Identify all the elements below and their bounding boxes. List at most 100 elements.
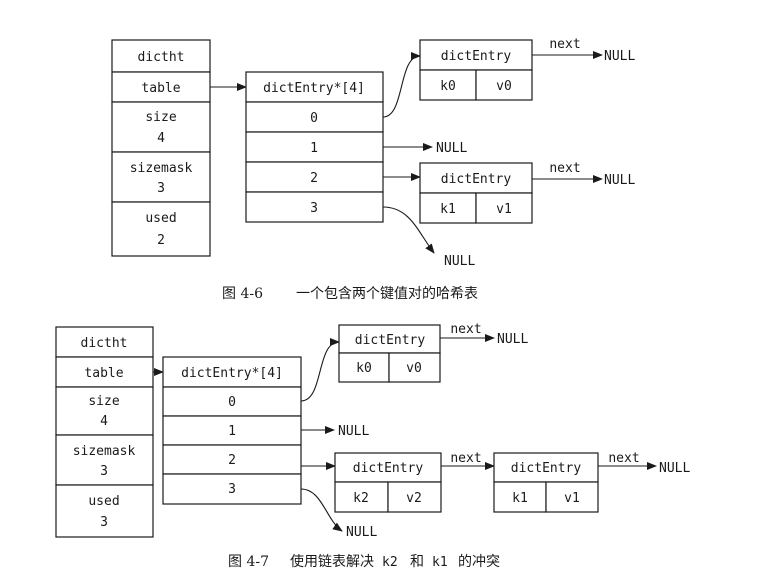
dictht-b-table-cell: [55, 356, 154, 388]
dictht-b-size-cell: [55, 386, 154, 436]
figure-4-6: dictht table size 4 sizemask 3 used 2 di…: [111, 37, 635, 302]
entry-k1-title: dictEntry: [441, 172, 512, 187]
array-b-slot-2-label: 2: [228, 453, 236, 468]
entry-b-k1-title-cell: [493, 452, 599, 483]
entry-b-k0-key: k0: [356, 361, 372, 376]
dictht-b-size-value: 4: [100, 414, 108, 429]
caption-4-7-text-2: 和: [410, 554, 424, 570]
entry-k0-next-label: next: [549, 37, 580, 52]
dictht-sizemask-label: sizemask: [130, 161, 193, 176]
caption-4-6-number: 图 4-6: [222, 286, 263, 302]
entry-k0-value-cell: [475, 69, 533, 101]
dictht-b-title: dictht: [81, 336, 128, 351]
dictht-b-size-label: size: [88, 394, 119, 409]
entry-k1-value: v1: [496, 202, 512, 217]
dictht-size-label: size: [145, 110, 176, 125]
array-slot-1-label: 1: [310, 141, 318, 156]
dictht-used-label: used: [145, 211, 176, 226]
dictht-table-cell: [111, 71, 211, 103]
entry-b-k2-key: k2: [353, 491, 369, 506]
dictht-size-value: 4: [157, 131, 165, 146]
entry-k0-key: k0: [440, 79, 456, 94]
slot-b-3-null: NULL: [346, 525, 377, 540]
entry-b-k2-title: dictEntry: [353, 461, 424, 476]
dictht-title-cell: [111, 39, 211, 73]
entry-b-k0-value-cell: [388, 352, 441, 383]
entry-b-k1-null: NULL: [659, 461, 690, 476]
entry-b-k0-key-cell: [338, 352, 390, 383]
slot-0-arrow: [382, 52, 421, 118]
dictentry-array-b: dictEntry*[4] 0 1 2 3: [162, 356, 302, 505]
slot-b-0-arrow: [300, 338, 340, 402]
dictht-used-cell: [111, 201, 211, 257]
array-b-title: dictEntry*[4]: [181, 366, 283, 381]
dictht-b-used-cell: [55, 484, 154, 538]
entry-b-k0-title: dictEntry: [355, 333, 426, 348]
array-b-slot-3-label: 3: [228, 482, 236, 497]
caption-4-7-text-1: 使用链表解决: [290, 553, 374, 570]
slot-3-null: NULL: [444, 254, 475, 269]
entry-k0-title-cell: [419, 39, 533, 71]
slot-1-null: NULL: [436, 141, 467, 156]
dictht-b-used-value: 3: [100, 515, 108, 530]
array-slot-3-label: 3: [310, 201, 318, 216]
array-b-slot-0-label: 0: [228, 395, 236, 410]
entry-b-k2-value-cell: [387, 481, 442, 513]
dictht-struct-b: dictht table size 4 sizemask 3 used 3: [55, 326, 154, 538]
entry-b-k1-next-label: next: [608, 451, 639, 466]
dictentry-b-k1: dictEntry k1 v1 next NULL: [493, 451, 690, 513]
dictht-size-cell: [111, 101, 211, 153]
entry-k0-null: NULL: [604, 49, 635, 64]
entry-k1-key: k1: [440, 202, 456, 217]
array-b-slot-3: [162, 473, 302, 505]
array-b-slot-1-label: 1: [228, 424, 236, 439]
entry-b-k1-title: dictEntry: [511, 461, 582, 476]
entry-k1-title-cell: [419, 162, 533, 194]
array-slot-0-label: 0: [310, 111, 318, 126]
dictht-title: dictht: [138, 50, 185, 65]
caption-4-7-key-2: k1: [432, 555, 448, 570]
dictentry-b-k0: dictEntry k0 v0 next NULL: [338, 322, 528, 383]
entry-k1-next-label: next: [549, 161, 580, 176]
dictht-b-title-cell: [55, 326, 154, 358]
entry-b-k0-null: NULL: [497, 332, 528, 347]
dictht-sizemask-value: 3: [157, 181, 165, 196]
dictht-used-value: 2: [157, 233, 165, 248]
entry-b-k1-value-cell: [545, 481, 599, 513]
dictentry-array: dictEntry*[4] 0 1 2 3: [245, 71, 384, 223]
entry-b-k1-value: v1: [564, 491, 580, 506]
dictht-table-label: table: [141, 81, 180, 96]
caption-4-7-key-1: k2: [382, 555, 398, 570]
entry-b-k2-next-label: next: [450, 451, 481, 466]
dictentry-k1: dictEntry k1 v1 next NULL: [419, 161, 635, 224]
dictentry-k0: dictEntry k0 v0 next NULL: [419, 37, 635, 101]
dictht-b-sizemask-value: 3: [100, 464, 108, 479]
array-title-cell: [245, 71, 384, 103]
dictht-b-table-label: table: [84, 366, 123, 381]
array-title: dictEntry*[4]: [263, 81, 365, 96]
array-slot-3: [245, 191, 384, 223]
dictht-sizemask-cell: [111, 151, 211, 203]
caption-4-6-text: 一个包含两个键值对的哈希表: [296, 286, 478, 302]
entry-k0-title: dictEntry: [441, 49, 512, 64]
entry-b-k0-value: v0: [406, 361, 422, 376]
dictht-b-sizemask-label: sizemask: [73, 444, 136, 459]
slot-3-arrow: [382, 206, 435, 254]
caption-4-7-text-3: 的冲突: [458, 554, 500, 570]
entry-b-k0-title-cell: [338, 324, 441, 354]
entry-b-k2-value: v2: [406, 491, 422, 506]
entry-b-k0-next-label: next: [450, 322, 481, 337]
dictentry-b-k2: dictEntry k2 v2 next: [334, 451, 495, 513]
dictht-b-used-label: used: [88, 494, 119, 509]
array-slot-2-label: 2: [310, 171, 318, 186]
caption-4-7-number: 图 4-7: [228, 554, 269, 570]
entry-k0-value: v0: [496, 79, 512, 94]
slot-b-1-null: NULL: [338, 424, 369, 439]
slot-b-3-arrow: [300, 488, 343, 532]
entry-b-k1-key: k1: [512, 491, 528, 506]
array-slot-2: [245, 161, 384, 193]
dictht-struct: dictht table size 4 sizemask 3 used 2: [111, 39, 211, 257]
entry-k1-value-cell: [475, 192, 533, 224]
entry-b-k2-title-cell: [334, 452, 442, 483]
